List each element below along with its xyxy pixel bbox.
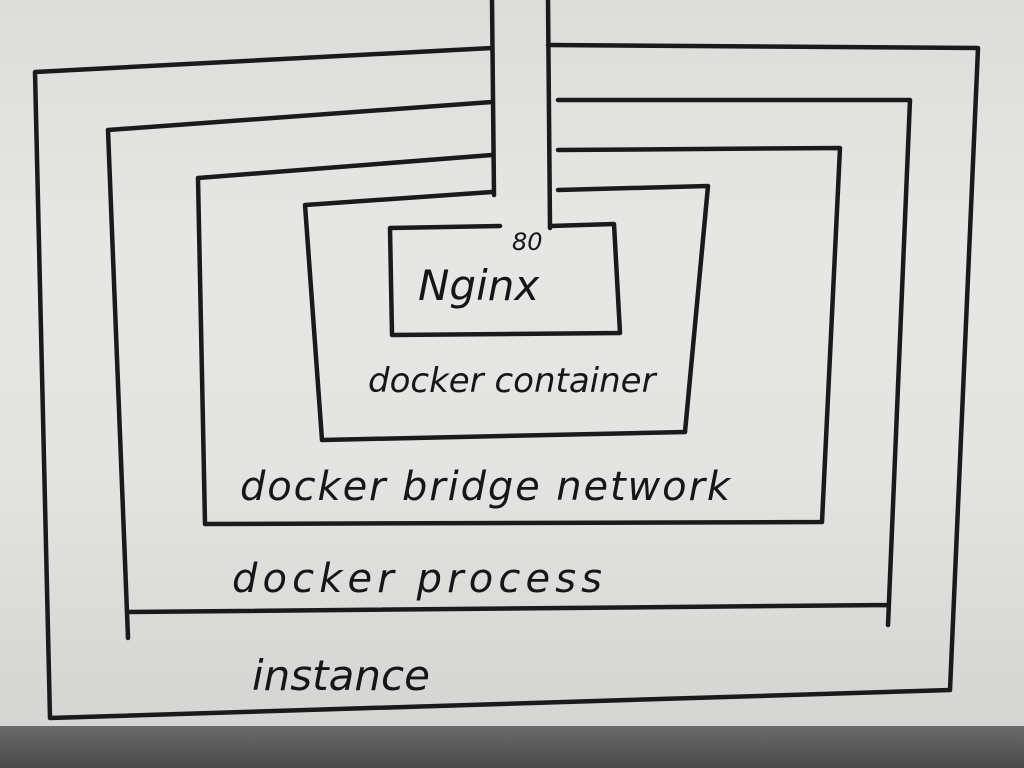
bridge-network-box [195,145,843,527]
port-pipe-right [545,0,553,231]
instance-label: instance [252,651,430,700]
table-edge [0,726,1024,768]
process-label: docker process [232,556,602,602]
docker-process-box [105,97,913,641]
network-label: docker bridge network [240,464,732,510]
nginx-label: Nginx [418,261,540,310]
port-label: 80 [512,228,543,256]
port-pipe-left [489,0,497,198]
container-box [302,183,711,443]
instance-box [32,42,981,721]
nginx-box [387,221,623,338]
container-label: docker container [368,361,658,401]
